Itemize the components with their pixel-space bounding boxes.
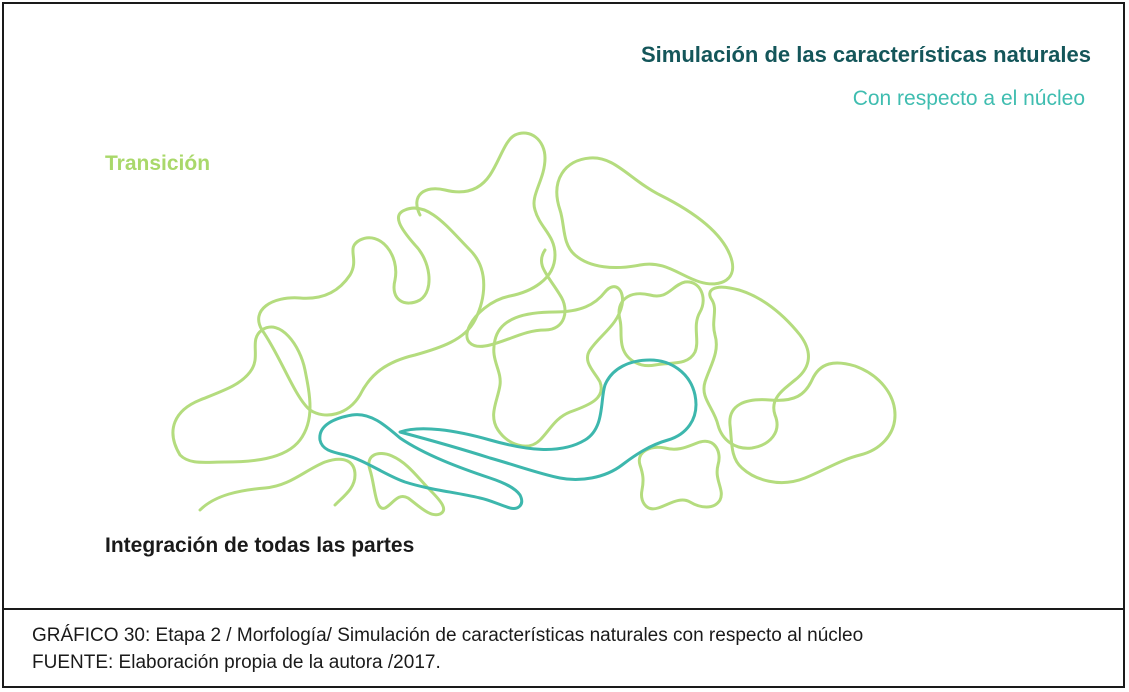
green-shape-right-small [617,280,705,368]
caption-divider [4,608,1123,610]
diagram-subtitle: Con respecto a el núcleo [852,87,1085,110]
green-shape-bottom-center [367,452,446,517]
green-shape-left [171,325,312,464]
green-shape-right-tall [702,285,810,450]
label-integration: Integración de todas las partes [105,534,415,557]
diagram-title: Simulación de las características natura… [640,42,1091,67]
green-shape-bottom-right [637,439,723,511]
green-shape-center-top [415,131,567,348]
green-shape-center-small [492,285,625,448]
teal-core-left [318,413,524,510]
caption-line-2: FUENTE: Elaboración propia de la autora … [32,652,441,673]
label-transition: Transición [105,152,211,175]
teal-core-shapes [318,358,698,510]
morphology-diagram [171,131,897,517]
green-shape-bottom-left [198,457,357,512]
green-transition-shapes [171,131,897,517]
caption-line-1: GRÁFICO 30: Etapa 2 / Morfología/ Simula… [32,625,864,646]
figure-caption: GRÁFICO 30: Etapa 2 / Morfología/ Simula… [32,622,863,676]
teal-core-large [398,358,698,481]
green-shape-right-top [555,156,735,286]
green-shape-left-middle [257,206,486,417]
green-shape-far-right [728,361,897,485]
